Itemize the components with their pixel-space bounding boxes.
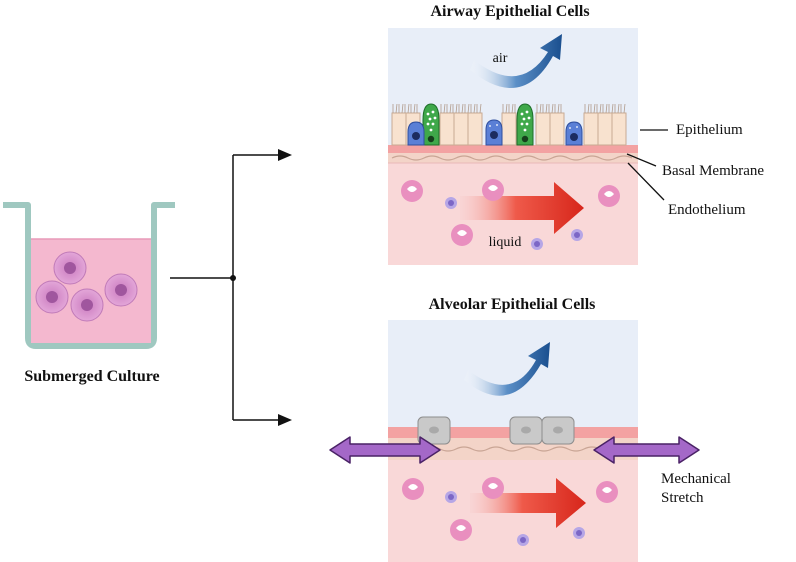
airway-title: Airway Epithelial Cells (430, 3, 589, 20)
culture-cell (35, 280, 69, 314)
alveolar-liquid-flow-arrow (470, 478, 586, 528)
lymphocyte (573, 527, 585, 539)
club-cell (407, 121, 425, 146)
immune-cell (596, 481, 618, 503)
air-label: air (493, 51, 508, 66)
mechanical-stretch-label-line1: Mechanical (661, 471, 731, 487)
alveolar-air-flow-arrow (464, 342, 550, 396)
immune-cell (482, 477, 504, 499)
liquid-flow-arrow (460, 182, 584, 234)
lymphocyte (445, 491, 457, 503)
airway-cilia (392, 103, 626, 114)
mechanical-stretch-label-line2: Stretch (661, 490, 704, 506)
immune-cell (451, 224, 473, 246)
immune-cell (482, 179, 504, 201)
stretch-arrow-left (329, 436, 441, 464)
branch-connector (170, 154, 282, 421)
culture-cell (70, 288, 104, 322)
lymphocyte (571, 229, 583, 241)
immune-cell (598, 185, 620, 207)
alveolar-cell (417, 416, 451, 445)
club-cell (565, 121, 583, 146)
liquid-label: liquid (489, 235, 522, 250)
lymphocyte (531, 238, 543, 250)
branch-node (230, 275, 236, 281)
lymphocyte (517, 534, 529, 546)
alveolar-cell (541, 416, 575, 445)
goblet-cell (422, 103, 440, 146)
alveolar-panel (388, 320, 638, 562)
submerged-culture-label: Submerged Culture (24, 368, 159, 385)
alveolar-cell (509, 416, 543, 445)
epithelium-label: Epithelium (676, 122, 743, 138)
airway-basal-membrane (388, 145, 638, 153)
culture-cell (104, 273, 138, 307)
immune-cell (401, 180, 423, 202)
submerged-culture-well (3, 202, 175, 349)
immune-cell (402, 478, 424, 500)
endothelium-label: Endothelium (668, 202, 746, 218)
arrow-to-alveolar (278, 414, 292, 426)
air-flow-arrow (470, 34, 562, 88)
airway-endothelium-band (388, 153, 638, 163)
airway-annotation-lines (626, 129, 668, 201)
arrow-to-airway (278, 149, 292, 161)
stretch-arrow-right (593, 436, 700, 464)
lymphocyte (445, 197, 457, 209)
culture-cell (53, 251, 87, 285)
alveolar-endothelium-band (388, 438, 638, 460)
immune-cell (450, 519, 472, 541)
airway-panel: air liquid (388, 28, 638, 265)
goblet-cell (516, 103, 534, 146)
club-cell (485, 119, 503, 146)
alveolar-title: Alveolar Epithelial Cells (429, 296, 596, 313)
basal-membrane-label: Basal Membrane (662, 163, 764, 179)
